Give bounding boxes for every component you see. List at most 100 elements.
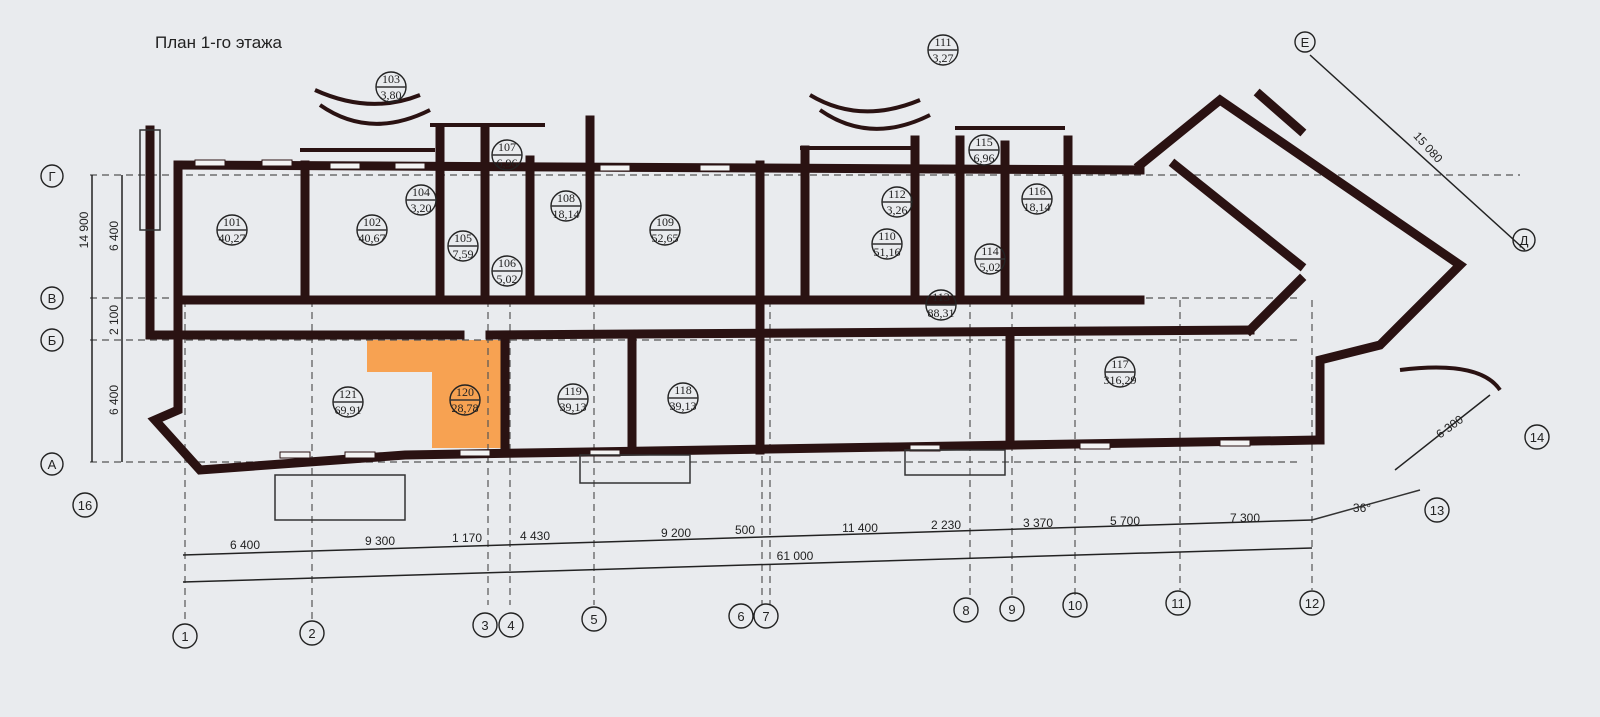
room-120: 120 28,78 — [449, 384, 481, 416]
room-102: 102 40,67 — [356, 214, 388, 246]
axis-5: 5 — [581, 606, 607, 632]
svg-text:3: 3 — [481, 618, 488, 633]
svg-text:500: 500 — [735, 523, 755, 537]
wing-dimensions: 15 080 6 300 36° — [1309, 54, 1526, 521]
room-labels: 101 40,27 102 40,67 103 3,80 104 3,20 1057,5… — [216, 34, 1137, 418]
svg-text:В: В — [48, 291, 57, 306]
svg-text:28,78: 28,78 — [452, 401, 479, 415]
svg-text:36°: 36° — [1353, 501, 1371, 515]
svg-text:104: 104 — [412, 185, 430, 199]
svg-text:3,80: 3,80 — [381, 88, 402, 102]
svg-text:6: 6 — [737, 609, 744, 624]
svg-text:121: 121 — [339, 387, 357, 401]
axis-13: 13 — [1424, 497, 1450, 523]
svg-text:15 080: 15 080 — [1410, 129, 1445, 166]
walls — [139, 88, 1502, 521]
svg-text:117: 117 — [1111, 357, 1129, 371]
svg-text:3 370: 3 370 — [1023, 516, 1053, 530]
svg-text:14: 14 — [1530, 430, 1544, 445]
room-112: 112 3,26 — [881, 186, 913, 218]
svg-text:40,67: 40,67 — [359, 231, 386, 245]
svg-text:116: 116 — [1028, 184, 1046, 198]
room-114: 114 5,02 — [974, 243, 1006, 275]
svg-text:106: 106 — [498, 256, 516, 270]
svg-text:6,96: 6,96 — [497, 156, 518, 170]
svg-text:115: 115 — [975, 135, 993, 149]
svg-text:7 300: 7 300 — [1230, 511, 1260, 525]
svg-text:Г: Г — [48, 169, 55, 184]
svg-text:101: 101 — [223, 215, 241, 229]
svg-text:5 700: 5 700 — [1110, 514, 1140, 528]
svg-text:9: 9 — [1008, 602, 1015, 617]
svg-text:113: 113 — [932, 290, 950, 304]
svg-text:3,27: 3,27 — [933, 51, 954, 65]
axis-16: 16 — [72, 492, 98, 518]
svg-text:112: 112 — [888, 187, 906, 201]
axis-1: 1 — [172, 623, 198, 649]
svg-text:11 400: 11 400 — [842, 521, 878, 535]
svg-text:61 000: 61 000 — [777, 549, 814, 563]
svg-text:52,65: 52,65 — [652, 231, 679, 245]
svg-text:2 100: 2 100 — [107, 305, 121, 335]
svg-text:7,59: 7,59 — [453, 247, 474, 261]
room-107: 107 6,96 — [491, 139, 523, 171]
svg-text:39,13: 39,13 — [670, 399, 697, 413]
highlighted-room-120[interactable] — [367, 340, 505, 448]
svg-text:118: 118 — [674, 383, 692, 397]
room-119: 119 39,13 — [557, 383, 589, 415]
room-117: 117 316,29 — [1104, 356, 1137, 388]
room-109: 109 52,65 — [649, 214, 681, 246]
svg-text:39,13: 39,13 — [560, 400, 587, 414]
svg-text:8: 8 — [962, 603, 969, 618]
svg-text:12: 12 — [1305, 596, 1319, 611]
svg-text:7: 7 — [762, 609, 769, 624]
axis-12: 12 — [1299, 590, 1325, 616]
svg-text:114: 114 — [981, 244, 999, 258]
svg-text:103: 103 — [382, 72, 400, 86]
room-103: 103 3,80 — [375, 71, 407, 103]
svg-text:109: 109 — [656, 215, 674, 229]
svg-text:3,26: 3,26 — [887, 203, 908, 217]
svg-text:40,27: 40,27 — [219, 231, 246, 245]
svg-text:6,96: 6,96 — [974, 151, 995, 165]
axis-e: Е — [1294, 31, 1316, 53]
svg-text:119: 119 — [564, 384, 582, 398]
svg-text:13: 13 — [1430, 503, 1444, 518]
axis-v: В — [40, 286, 64, 310]
svg-text:18,14: 18,14 — [1024, 200, 1051, 214]
axis-7: 7 — [753, 603, 779, 629]
axis-6: 6 — [728, 603, 754, 629]
svg-text:14 900: 14 900 — [77, 211, 91, 248]
svg-text:316,29: 316,29 — [1104, 373, 1137, 387]
svg-text:51,16: 51,16 — [874, 245, 901, 259]
svg-text:5,02: 5,02 — [980, 260, 1001, 274]
svg-text:3,20: 3,20 — [411, 201, 432, 215]
axis-11: 11 — [1165, 590, 1191, 616]
axis-a: А — [40, 452, 64, 476]
svg-text:6 400: 6 400 — [107, 221, 121, 251]
svg-text:6 400: 6 400 — [107, 385, 121, 415]
svg-text:Е: Е — [1301, 35, 1310, 50]
svg-text:4: 4 — [507, 618, 514, 633]
room-118: 118 39,13 — [667, 382, 699, 414]
svg-text:Д: Д — [1520, 233, 1529, 248]
svg-text:4 430: 4 430 — [520, 529, 550, 543]
svg-text:9 200: 9 200 — [661, 526, 691, 540]
svg-text:А: А — [48, 457, 57, 472]
svg-text:120: 120 — [456, 385, 474, 399]
svg-text:2 230: 2 230 — [931, 518, 961, 532]
svg-text:16: 16 — [78, 498, 92, 513]
axis-10: 10 — [1062, 592, 1088, 618]
svg-text:1: 1 — [181, 629, 188, 644]
axis-2: 2 — [299, 620, 325, 646]
svg-text:2: 2 — [308, 626, 315, 641]
svg-text:107: 107 — [498, 140, 516, 154]
axis-b: Б — [40, 328, 64, 352]
svg-text:102: 102 — [363, 215, 381, 229]
